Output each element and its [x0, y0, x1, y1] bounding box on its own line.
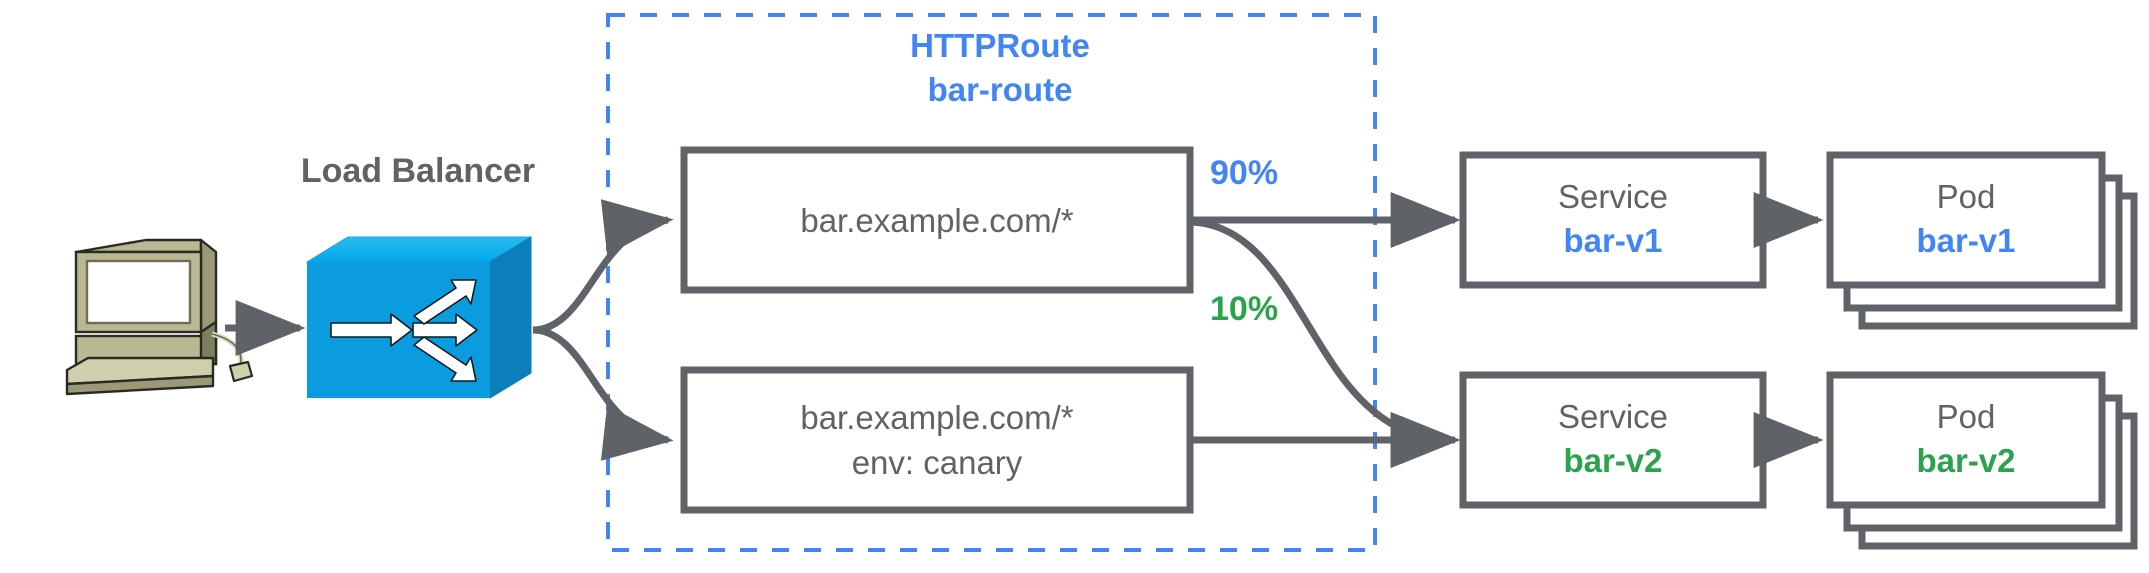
pod-box-bar-v2[interactable]: [1826, 371, 2106, 509]
rule-box-primary[interactable]: [680, 146, 1194, 294]
service-box-bar-v2[interactable]: [1459, 371, 1767, 509]
pod-stack-bar-v1: [1826, 151, 2138, 330]
service-box-bar-v1[interactable]: [1459, 151, 1767, 289]
arrow-loadbalancer-to-rule-primary: [532, 199, 674, 334]
desktop-computer-icon: [65, 238, 254, 396]
rule-box-canary[interactable]: [680, 366, 1194, 514]
arrow-rule-primary-to-service-bar-v2: [1189, 218, 1461, 468]
httproute-group-boundary: [606, 13, 1377, 552]
load-balancer-switch-icon: [305, 236, 532, 399]
pod-stack-bar-v2: [1826, 371, 2138, 550]
pod-box-bar-v1[interactable]: [1826, 151, 2106, 289]
arrow-loadbalancer-to-rule-canary: [532, 326, 674, 461]
